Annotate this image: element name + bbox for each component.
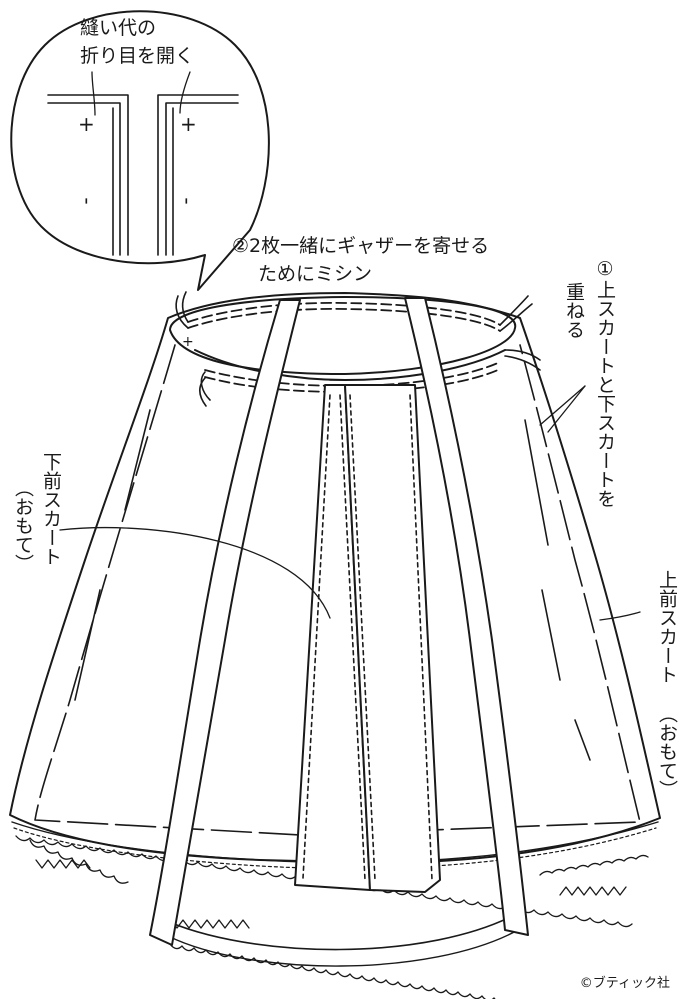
callout-leader-left — [91, 71, 96, 116]
overlap-leader-2 — [547, 385, 586, 433]
callout-text-line1: 縫い代の — [80, 17, 157, 39]
upper-front-leader — [599, 611, 641, 621]
lower-skirt-hem — [29, 839, 649, 999]
callout-leader-right — [179, 71, 191, 114]
seam-allowance-detail — [47, 94, 239, 256]
lower-front-label-col1: 下前スカート — [40, 452, 62, 566]
plus-mark-left: + — [78, 112, 95, 136]
plus-mark-waist: + — [182, 334, 194, 350]
gather-label-line2: ためにミシン — [258, 263, 373, 285]
overlap-leader — [539, 385, 586, 426]
lower-front-leader — [59, 526, 331, 619]
overlap-label-col1: ①上スカートと下スカートを — [594, 258, 616, 508]
side-stitch-marks — [74, 409, 591, 761]
minus-mark-right: - — [175, 197, 200, 205]
lower-front-skirt-panel — [294, 384, 441, 893]
upper-front-label-col1: 上前スカート — [656, 570, 678, 684]
copyright-text: ©ブティック社 — [579, 976, 670, 991]
upper-front-label-col2: （おもて） — [656, 704, 678, 799]
label-leaders — [59, 385, 641, 621]
lower-front-label-col2: （おもて） — [12, 478, 34, 573]
overlap-label-col2: 重ねる — [563, 282, 585, 339]
waist-ties — [149, 297, 529, 946]
minus-mark-left: - — [75, 197, 100, 205]
gather-label-line1: ②2枚一緒にギャザーを寄せる — [232, 235, 490, 257]
callout-bubble — [10, 10, 270, 291]
callout-text-line2: 折り目を開く — [80, 45, 195, 67]
plus-mark-right: + — [180, 112, 197, 136]
